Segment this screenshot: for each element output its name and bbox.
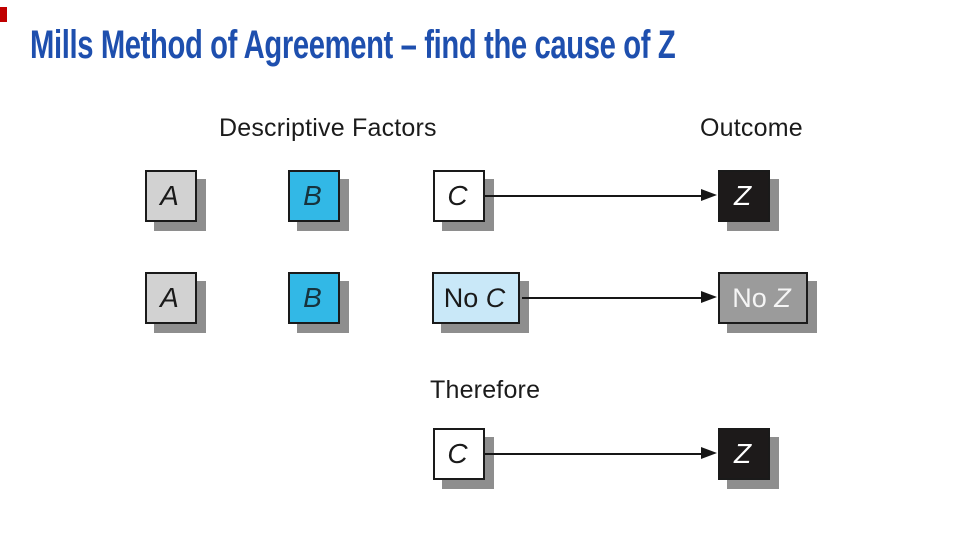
box-label-variable: C <box>447 180 468 211</box>
arrow-noc-to-noz-line <box>522 297 703 299</box>
box-c-row1: C <box>433 170 485 222</box>
box-z-row3: Z <box>718 428 770 480</box>
box-a-row1: A <box>145 170 197 222</box>
red-edge-mark <box>0 7 7 22</box>
box-label-variable: B <box>303 180 322 211</box>
box-b-row1: B <box>288 170 340 222</box>
box-label-variable: Z <box>774 282 791 313</box>
box-label-variable: Z <box>733 180 752 211</box>
arrow-noc-to-noz-head-icon <box>701 291 717 303</box>
arrow-c-to-z-row3-head-icon <box>701 447 717 459</box>
arrow-c-to-z-row1-line <box>485 195 703 197</box>
arrow-c-to-z-row1-head-icon <box>701 189 717 201</box>
arrow-c-to-z-row3-line <box>485 453 703 455</box>
box-z-row1: Z <box>718 170 770 222</box>
box-label-variable: A <box>160 282 179 313</box>
box-label-variable: B <box>303 282 322 313</box>
column-header-outcome: Outcome <box>700 114 803 142</box>
box-label-prefix: No <box>443 282 486 313</box>
slide-title: Mills Method of Agreement – find the cau… <box>30 23 676 67</box>
box-label-prefix: No <box>732 282 775 313</box>
column-header-descriptive-factors: Descriptive Factors <box>219 114 437 142</box>
box-no-c-row2: No C <box>432 272 520 324</box>
box-label-variable: Z <box>733 438 752 469</box>
box-label-variable: C <box>485 282 506 313</box>
box-a-row2: A <box>145 272 197 324</box>
box-label-variable: A <box>160 180 179 211</box>
box-label-variable: C <box>447 438 468 469</box>
therefore-label: Therefore <box>430 376 541 404</box>
box-b-row2: B <box>288 272 340 324</box>
box-no-z-row2: No Z <box>718 272 808 324</box>
box-c-row3: C <box>433 428 485 480</box>
